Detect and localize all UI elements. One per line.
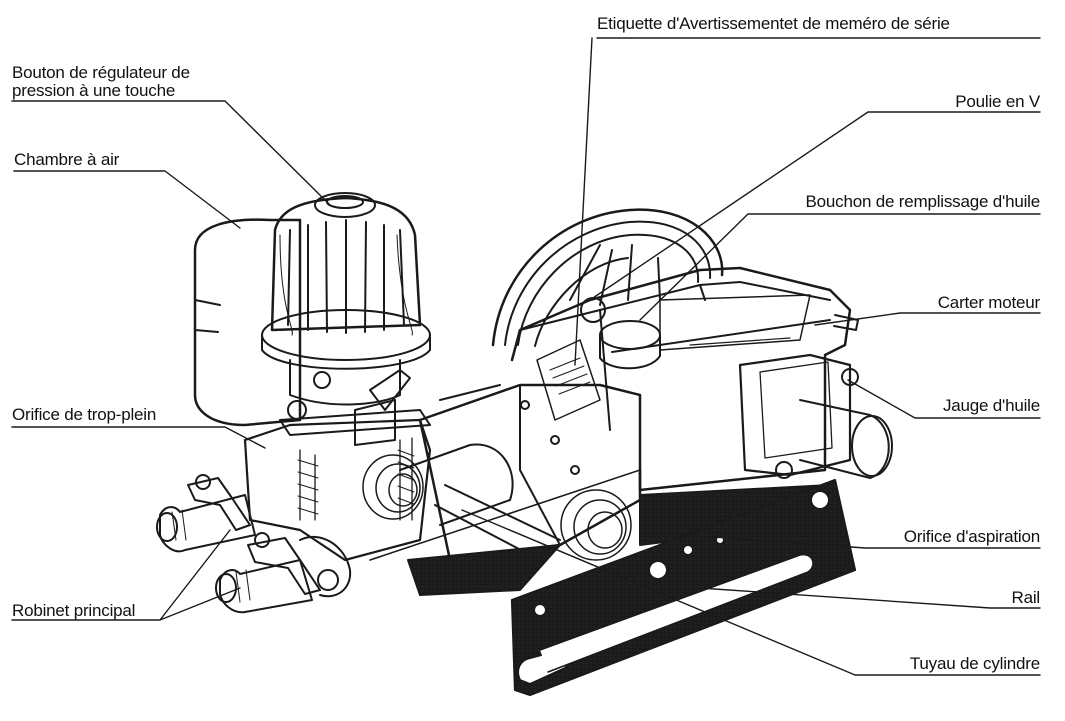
label-main-valve: Robinet principal bbox=[12, 601, 136, 620]
leader-main-valve bbox=[11, 529, 241, 621]
label-overflow-port: Orifice de trop-plein bbox=[12, 405, 157, 424]
label-pressure-knob-line1: Bouton de régulateur de bbox=[12, 63, 190, 82]
label-cylinder-pipe: Tuyau de cylindre bbox=[909, 654, 1040, 673]
leader-suction-port bbox=[644, 531, 1041, 549]
label-oil-cap: Bouchon de remplissage d'huile bbox=[805, 192, 1041, 211]
leader-air-chamber bbox=[13, 170, 241, 229]
label-serial-label: Etiquette d'Avertissementet de meméro de… bbox=[597, 14, 950, 33]
label-air-chamber: Chambre à air bbox=[14, 150, 120, 169]
leader-serial-label bbox=[574, 37, 1041, 366]
leader-v-pulley bbox=[589, 111, 1041, 301]
leader-overflow-port bbox=[11, 426, 266, 449]
label-rail: Rail bbox=[1011, 588, 1041, 607]
leader-lines bbox=[11, 37, 1041, 676]
main-valve-drawing bbox=[156, 474, 352, 614]
leader-pressure-knob bbox=[11, 100, 331, 206]
label-v-pulley: Poulie en V bbox=[955, 92, 1040, 111]
leader-oil-gauge bbox=[847, 379, 1041, 419]
leader-rail bbox=[699, 587, 1041, 609]
leader-oil-cap bbox=[639, 213, 1041, 321]
label-crankcase: Carter moteur bbox=[937, 293, 1040, 312]
leader-cylinder-pipe bbox=[461, 509, 1041, 676]
pressure-regulator-drawing bbox=[261, 192, 431, 446]
v-pulley-drawing bbox=[491, 208, 724, 347]
leader-crankcase bbox=[814, 312, 1041, 326]
valve-body-drawing bbox=[243, 409, 432, 562]
label-suction-port: Orifice d'aspiration bbox=[903, 527, 1040, 546]
air-chamber-drawing bbox=[193, 218, 302, 427]
label-oil-gauge: Jauge d'huile bbox=[942, 396, 1040, 415]
crankcase-drawing bbox=[510, 266, 893, 492]
base-plate-drawing bbox=[407, 478, 857, 697]
label-pressure-knob-line2: pression à une touche bbox=[12, 81, 176, 100]
